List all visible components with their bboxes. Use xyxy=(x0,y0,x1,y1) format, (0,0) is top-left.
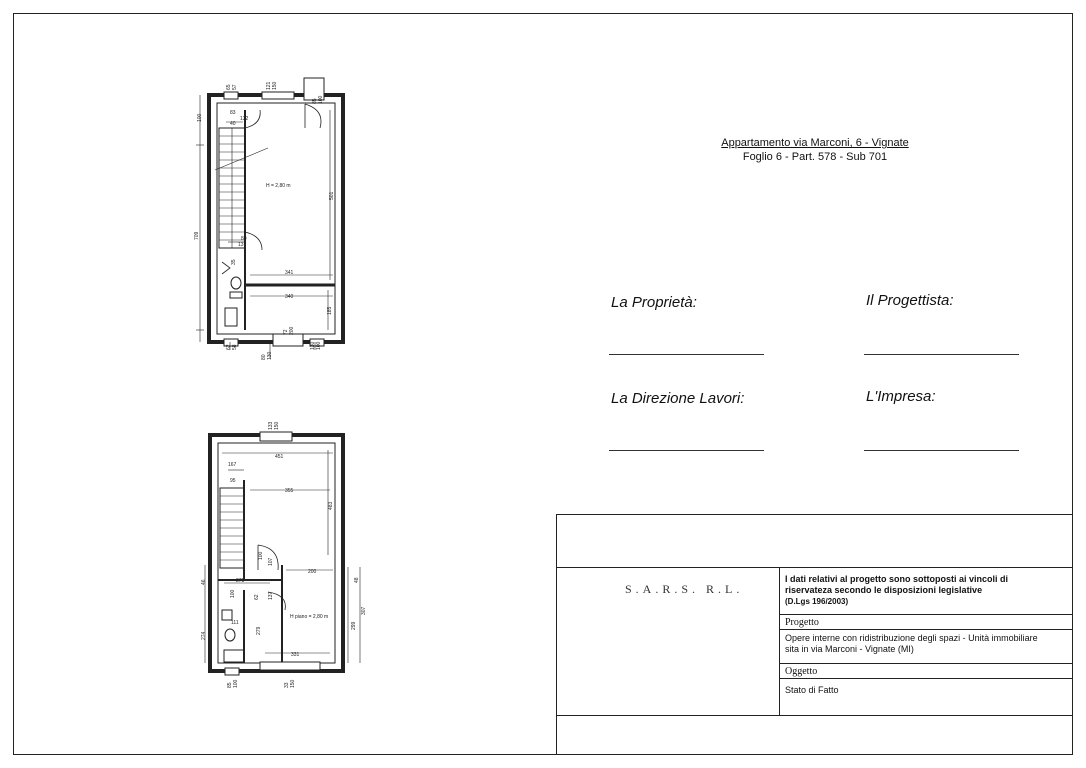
svg-text:80: 80 xyxy=(261,354,267,360)
project-address: Appartamento via Marconi, 6 - Vignate xyxy=(721,137,909,149)
svg-text:279: 279 xyxy=(256,626,262,635)
svg-text:483: 483 xyxy=(328,501,334,510)
svg-text:48: 48 xyxy=(354,577,360,583)
svg-text:299: 299 xyxy=(351,621,357,630)
svg-text:709: 709 xyxy=(194,231,200,240)
svg-text:274: 274 xyxy=(201,631,207,640)
svg-text:107: 107 xyxy=(268,557,274,566)
oggetto-text: Stato di Fatto xyxy=(785,685,839,695)
progetto-label: Progetto xyxy=(785,617,819,628)
title-block-divider xyxy=(779,614,1073,615)
signature-label-proprieta: La Proprietà: xyxy=(611,294,697,311)
oggetto-label: Oggetto xyxy=(785,666,818,677)
privacy-notice-line: I dati relativi al progetto sono sottopo… xyxy=(785,574,1009,584)
svg-text:72: 72 xyxy=(283,329,289,335)
svg-text:132: 132 xyxy=(240,116,249,122)
signature-label-direzione: La Direzione Lavori: xyxy=(611,390,745,407)
svg-text:150: 150 xyxy=(274,421,280,430)
svg-text:80: 80 xyxy=(241,236,247,242)
svg-text:62: 62 xyxy=(254,594,260,600)
svg-text:331: 331 xyxy=(291,652,300,658)
svg-text:95: 95 xyxy=(230,478,236,484)
svg-text:33: 33 xyxy=(284,682,290,688)
signature-label-impresa: L'Impresa: xyxy=(866,388,936,405)
svg-text:100: 100 xyxy=(258,551,264,560)
svg-text:200: 200 xyxy=(289,326,295,335)
svg-text:137: 137 xyxy=(268,591,274,600)
svg-text:100: 100 xyxy=(316,341,322,350)
svg-text:185: 185 xyxy=(327,306,333,315)
title-block-header-row xyxy=(557,515,1072,568)
signature-label-progettista: Il Progettista: xyxy=(866,292,954,309)
svg-text:200: 200 xyxy=(308,569,317,575)
svg-text:83: 83 xyxy=(230,110,236,116)
svg-text:150: 150 xyxy=(290,679,296,688)
svg-text:40: 40 xyxy=(230,121,236,127)
title-block-divider xyxy=(779,663,1073,664)
signature-line-proprieta xyxy=(609,354,764,355)
svg-text:133: 133 xyxy=(268,421,274,430)
privacy-notice: I dati relativi al progetto sono sottopo… xyxy=(785,574,1008,607)
svg-text:65: 65 xyxy=(226,84,232,90)
svg-text:501: 501 xyxy=(329,191,335,200)
svg-text:355: 355 xyxy=(285,488,294,494)
svg-text:100: 100 xyxy=(197,113,203,122)
signature-line-impresa xyxy=(864,450,1019,451)
svg-text:451: 451 xyxy=(275,454,284,460)
progetto-text: Opere interne con ridistribuzione degli … xyxy=(785,633,1038,655)
company-logo-cell: S.A.R.S. R.L. xyxy=(557,568,780,716)
upper-height-label: H = 2,80 m xyxy=(266,183,291,189)
signature-line-direzione xyxy=(609,450,764,451)
progetto-text-line: sita in via Marconi - Vignate (MI) xyxy=(785,644,914,654)
title-block-divider xyxy=(779,629,1073,630)
title-block-divider xyxy=(779,678,1073,679)
privacy-notice-line: riservateza secondo le disposizioni legi… xyxy=(785,585,983,595)
plan-upper xyxy=(196,77,345,358)
plan-lower xyxy=(204,431,361,676)
svg-text:150: 150 xyxy=(272,81,278,90)
svg-text:278: 278 xyxy=(236,578,245,584)
svg-text:121: 121 xyxy=(266,81,272,90)
svg-text:167: 167 xyxy=(228,462,237,468)
svg-text:46: 46 xyxy=(201,579,207,585)
svg-text:58: 58 xyxy=(232,344,238,350)
svg-text:100: 100 xyxy=(230,589,236,598)
svg-text:307: 307 xyxy=(361,606,367,615)
svg-text:130: 130 xyxy=(310,341,316,350)
svg-text:85: 85 xyxy=(312,98,318,104)
svg-text:340: 340 xyxy=(285,294,294,300)
svg-text:57: 57 xyxy=(232,84,238,90)
lower-height-label: H piano = 2,80 m xyxy=(290,614,328,620)
svg-text:62: 62 xyxy=(226,344,232,350)
svg-text:341: 341 xyxy=(285,270,294,276)
project-cadastral: Foglio 6 - Part. 578 - Sub 701 xyxy=(742,151,888,163)
svg-text:130: 130 xyxy=(267,351,273,360)
title-block: S.A.R.S. R.L. I dati relativi al progett… xyxy=(556,514,1073,755)
svg-text:100: 100 xyxy=(233,679,239,688)
title-block-bottom-line xyxy=(557,715,1072,716)
svg-text:35: 35 xyxy=(231,259,237,265)
progetto-text-line: Opere interne con ridistribuzione degli … xyxy=(785,633,1038,643)
svg-text:85: 85 xyxy=(227,682,233,688)
svg-text:100: 100 xyxy=(318,95,324,104)
company-logo: S.A.R.S. R.L. xyxy=(625,582,744,596)
svg-text:111: 111 xyxy=(231,620,239,626)
drawing-frame xyxy=(13,13,1073,755)
svg-text:137: 137 xyxy=(238,242,247,248)
privacy-notice-line: (D.Lgs 196/2003) xyxy=(785,597,849,606)
signature-line-progettista xyxy=(864,354,1019,355)
project-title: Appartamento via Marconi, 6 - Vignate Fo… xyxy=(690,136,940,164)
